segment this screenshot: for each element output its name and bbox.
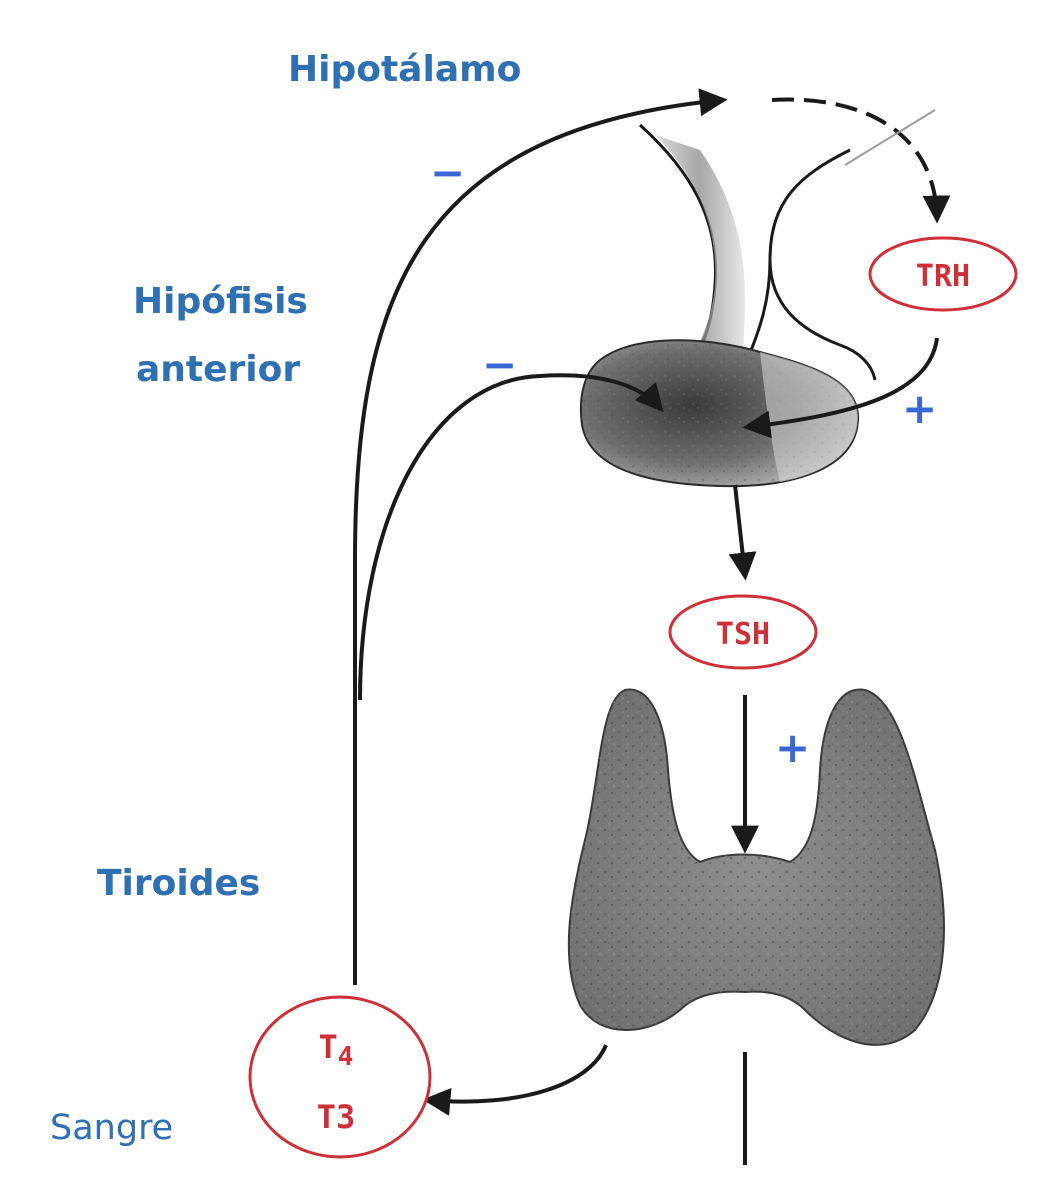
t3-label: T3 (317, 1098, 356, 1136)
tsh-label: TSH (716, 617, 770, 652)
anterior-pituitary-gland (579, 339, 860, 488)
arrows (353, 88, 951, 1165)
tsh-hormone-bubble: TSH (668, 594, 818, 670)
hypothalamus-tract-line (844, 109, 936, 166)
thyroid-label: Tiroides (97, 863, 261, 904)
t4-subscript: 4 (338, 1042, 354, 1072)
thyroid-to-blood-arrow (422, 1044, 608, 1116)
feedback-arrow-to-hypothalamus (353, 88, 728, 985)
tsh-stimulation-sign: + (775, 723, 811, 772)
pituitary-negative-feedback-sign: − (482, 340, 518, 389)
anterior-pituitary-label-line1: Hipófisis (133, 281, 308, 322)
t4-letter: T (319, 1028, 338, 1066)
trh-stimulation-sign: + (902, 384, 938, 433)
anterior-pituitary-label-line2: anterior (136, 349, 301, 390)
thyroid-gland (567, 688, 945, 1046)
hypothalamus-negative-feedback-sign: − (430, 148, 466, 197)
t4-label: T4 (319, 1028, 354, 1072)
t4-t3-hormone-bubble: T4 T3 (248, 995, 432, 1159)
trh-label: TRH (916, 259, 970, 294)
pituitary-to-tsh-arrow (728, 484, 757, 581)
hypothalamus-label: Hipotálamo (288, 49, 522, 90)
hypothalamus-to-trh-arrow (771, 97, 951, 224)
trh-hormone-bubble: TRH (868, 236, 1018, 312)
blood-label: Sangre (50, 1108, 174, 1148)
trh-to-pituitary-arrow (742, 337, 939, 439)
feedback-arrow-to-pituitary (358, 373, 664, 701)
